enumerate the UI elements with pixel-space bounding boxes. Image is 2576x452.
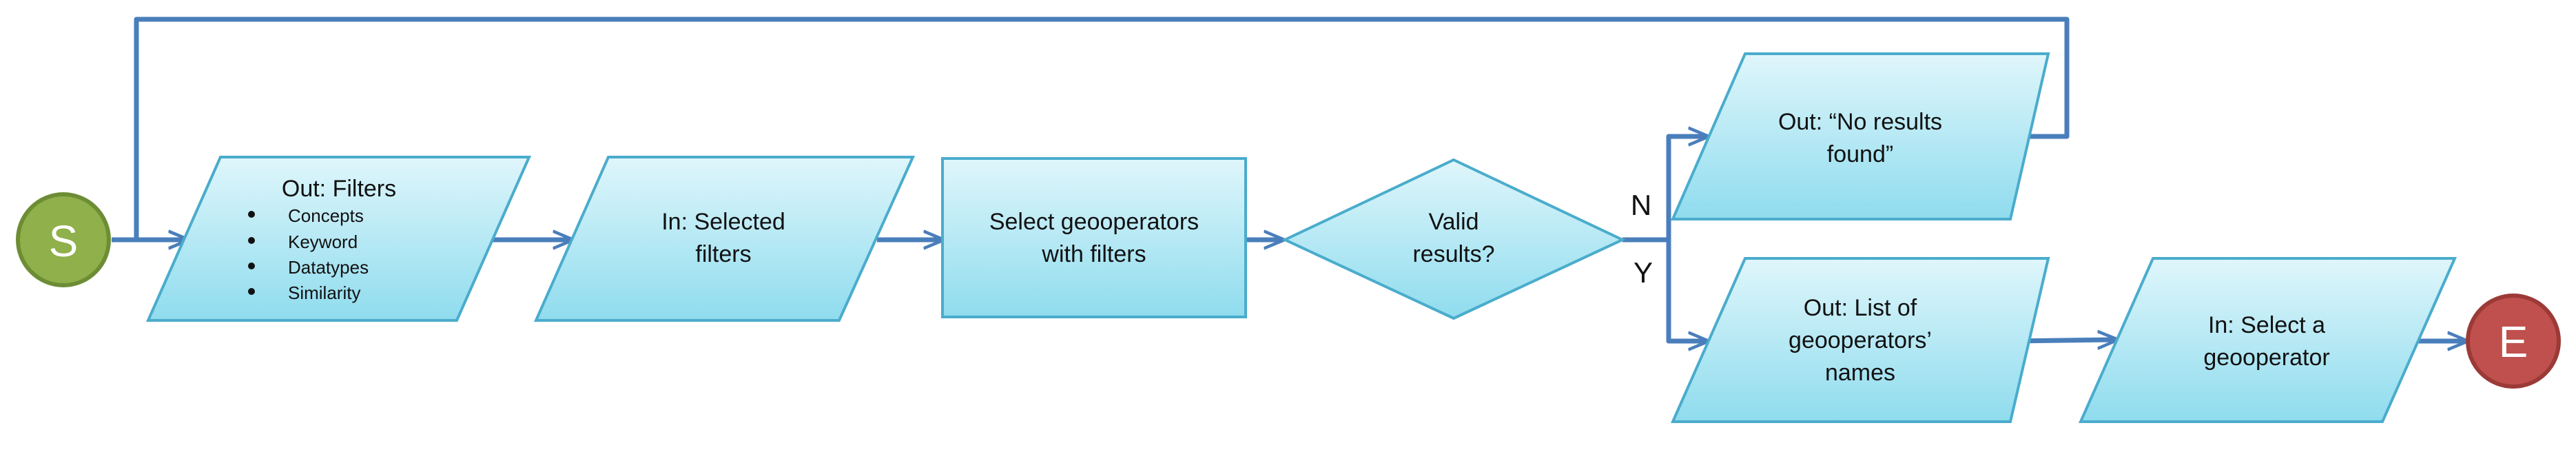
list-names-output-node: Out: List of geooperators’ names [1670,257,2050,423]
select-one-line2: geooperator [2203,345,2329,371]
select-geooperators-line1: Select geooperators [989,209,1199,235]
connector-loop-back [134,17,2070,240]
valid-results-line1: Valid [1428,209,1478,235]
selected-filters-line2: filters [695,241,751,267]
valid-results-decision-node: Valid results? [1281,158,1626,320]
valid-results-line2: results? [1412,241,1494,267]
selected-filters-input-node: In: Selected filters [533,156,916,322]
list-names-line2: geooperators’ [1789,327,1932,353]
selected-filters-line1: In: Selected [661,209,785,235]
filters-title: Out: Filters [282,176,396,202]
filter-bullet-similarity: Similarity [288,282,360,303]
filter-bullet-keyword: Keyword [288,232,358,252]
connector-branch-no [1666,136,1707,240]
no-results-line2: found” [1827,141,1893,167]
list-names-line1: Out: List of [1804,295,1917,321]
start-node: S [16,192,111,287]
list-names-line3: names [1825,360,1895,386]
filter-bullet-datatypes: Datatypes [288,257,369,278]
filter-bullet-concepts: Concepts [288,205,364,226]
select-geooperators-line2: with filters [1041,241,1146,267]
end-node: E [2466,294,2561,389]
branch-label-no: N [1631,189,1651,221]
select-one-input-node: In: Select a geooperator [2078,257,2457,423]
filters-output-node: Out: Filters Concepts Keyword Datatypes … [145,156,532,322]
connectors [112,17,2466,341]
start-label: S [49,216,79,266]
branch-label-yes: Y [1634,256,1653,289]
filters-bullet-list: Concepts Keyword Datatypes Similarity [248,205,369,303]
no-results-line1: Out: “No results [1778,109,1942,135]
no-results-output-node: Out: “No results found” [1670,52,2050,220]
end-label: E [2499,317,2528,367]
select-one-line1: In: Select a [2208,312,2325,338]
connector-branch-yes [1666,240,1707,341]
select-geooperators-process-node: Select geooperators with filters [941,157,1247,318]
